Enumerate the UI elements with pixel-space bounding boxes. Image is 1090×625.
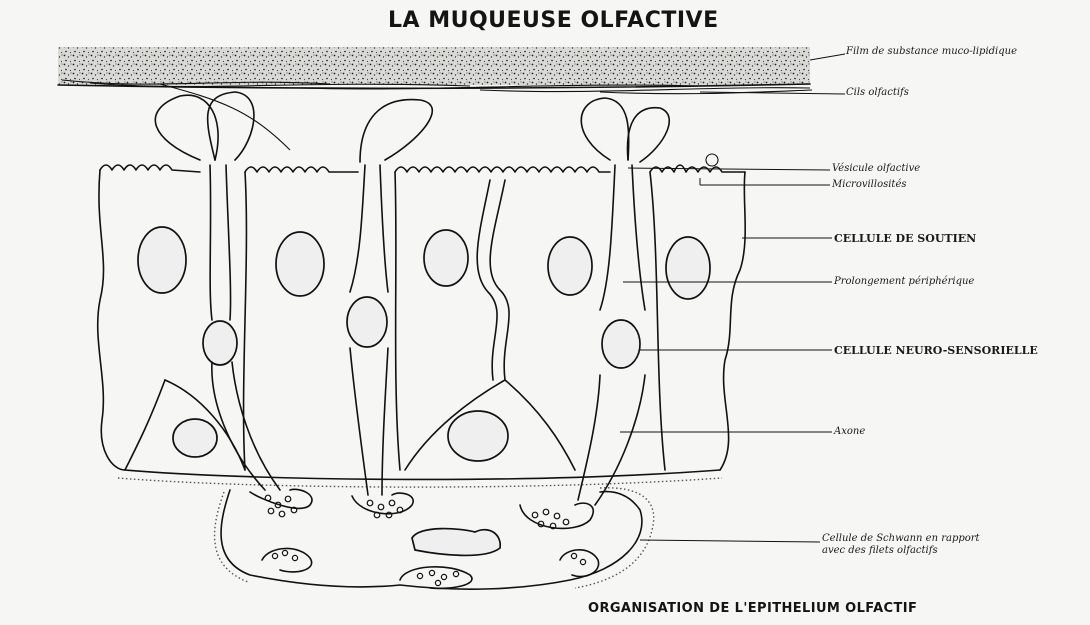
label-film: Film de substance muco-lipidique: [846, 46, 1017, 57]
olfactory-vesicles: [155, 92, 669, 162]
label-axone: Axone: [834, 426, 865, 437]
mucus-film: [58, 47, 810, 88]
label-cellule-soutien: CELLULE DE SOUTIEN: [834, 232, 976, 245]
label-microvillosites: Microvillosités: [832, 179, 907, 190]
label-neuro-sensorielle: CELLULE NEURO-SENSORIELLE: [834, 344, 1038, 357]
diagram-title: LA MUQUEUSE OLFACTIVE: [388, 8, 719, 33]
olfactory-cilia: [62, 80, 812, 150]
label-cils: Cils olfactifs: [846, 87, 909, 98]
nuclei: [138, 227, 710, 555]
diagram-caption: ORGANISATION DE L'EPITHELIUM OLFACTIF: [588, 601, 917, 616]
label-vesicule: Vésicule olfactive: [832, 163, 920, 174]
label-schwann-line2: avec des filets olfactifs: [822, 545, 938, 556]
sensory-neurons: [210, 165, 645, 505]
label-prolongement: Prolongement périphérique: [834, 276, 974, 287]
label-schwann-line1: Cellule de Schwann en rapport: [822, 533, 980, 544]
